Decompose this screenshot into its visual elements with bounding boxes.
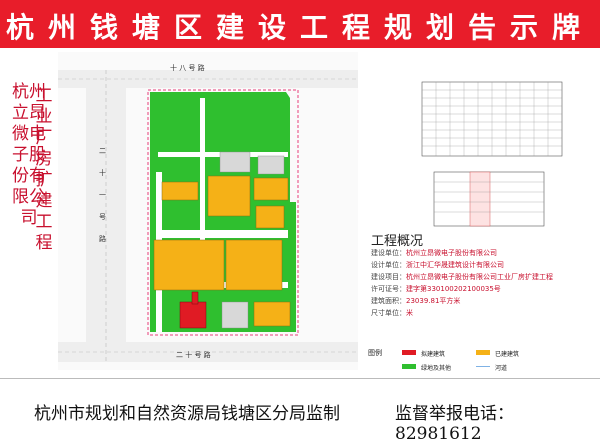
road-label-south: 二 十 号 路	[176, 351, 211, 359]
legend-swatch-proposed	[402, 350, 416, 355]
info-row: 设计单位：浙江中汇华晟建筑设计有限公司	[371, 261, 504, 269]
site-plan	[58, 52, 358, 370]
info-row: 建筑面积：23039.81平方米	[371, 297, 461, 305]
proposed-building	[179, 301, 207, 329]
footer-hotline: 监督举报电话：82981612	[395, 404, 514, 444]
legend-swatch-river	[476, 366, 490, 367]
legend-label: 绿地及其他	[421, 365, 452, 372]
legend-title: 图例	[368, 349, 382, 357]
existing-building	[225, 239, 283, 291]
section-drawing	[433, 171, 545, 227]
footer-issuer: 杭州市规划和自然资源局钱塘区分局监制	[34, 404, 340, 424]
road-label-north: 十 八 号 路	[170, 64, 205, 72]
site-plan-drawing	[58, 52, 358, 370]
elevation-drawing	[421, 81, 563, 157]
site-boundary	[147, 89, 299, 336]
existing-building	[153, 239, 225, 291]
existing-building	[255, 205, 285, 229]
info-row: 建设项目：杭州立昂微电子股份有限公司工业厂房扩建工程	[371, 273, 553, 281]
info-title: 工程概况	[371, 234, 424, 249]
road-west	[86, 70, 126, 362]
proposed-building-connector	[191, 291, 199, 305]
existing-building	[161, 181, 199, 201]
title-banner	[0, 0, 600, 48]
legend-label: 拟建建筑	[421, 351, 446, 358]
info-row: 尺寸单位：米	[371, 309, 413, 317]
existing-building	[253, 301, 291, 327]
road-label-west: 二 十 一 号 路	[99, 147, 106, 243]
existing-building	[207, 175, 251, 217]
footer	[0, 378, 600, 438]
company-name-vertical: 杭州立昂微电子股份有限公司	[12, 82, 46, 228]
existing-building	[253, 177, 289, 201]
project-name-vertical: 工业厂房扩建工程	[35, 86, 53, 253]
page-title: 杭州钱塘区建设工程规划告示牌	[5, 11, 594, 44]
legend-swatch-existing	[476, 350, 490, 355]
legend-swatch-green	[402, 364, 416, 369]
info-row: 许可证号：建字第330100202100035号	[371, 285, 501, 293]
legend-label: 河道	[495, 365, 508, 372]
info-row: 建设单位：杭州立昂微电子股份有限公司	[371, 249, 497, 257]
legend-label: 已建建筑	[495, 351, 520, 358]
